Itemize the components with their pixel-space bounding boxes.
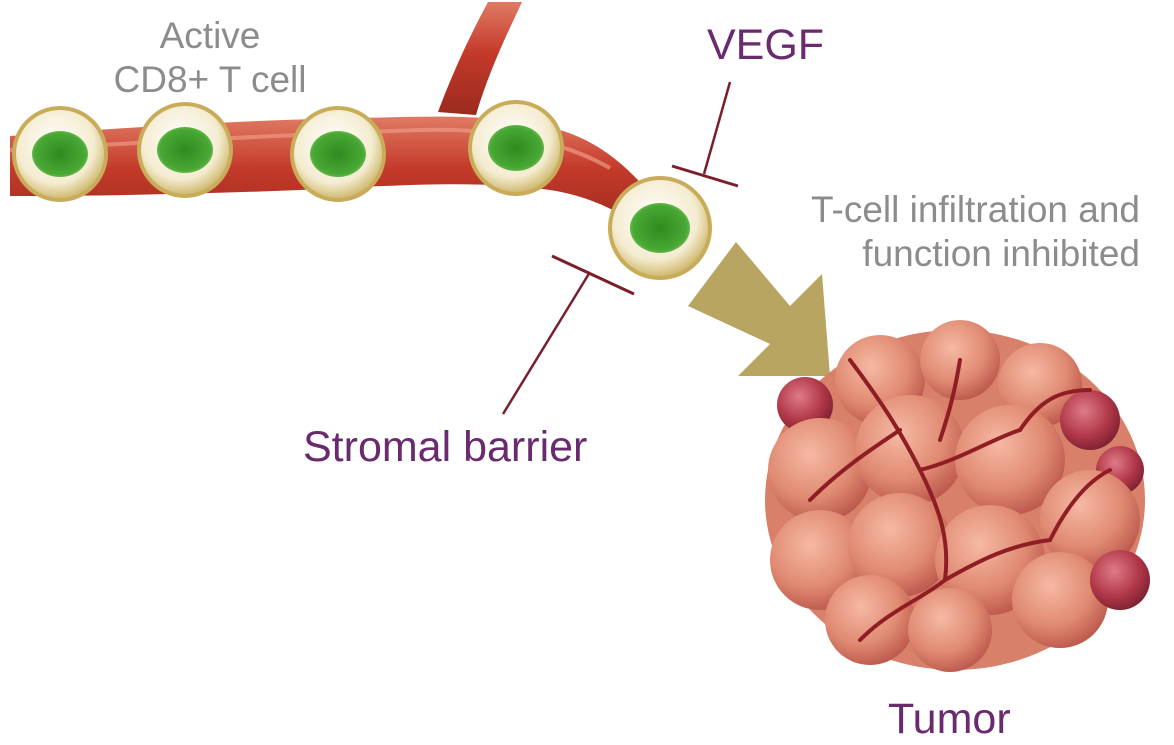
vessel-branch xyxy=(438,2,522,115)
tumor-label: Tumor xyxy=(888,694,1011,745)
vegf-inhibitor-symbol xyxy=(672,82,738,186)
t-cell-label-line1: Active xyxy=(80,14,340,58)
infiltration-label-line2: function inhibited xyxy=(760,232,1140,276)
vegf-label: VEGF xyxy=(707,20,824,71)
t-cell xyxy=(14,108,106,200)
infiltration-label: T-cell infiltration and function inhibit… xyxy=(760,188,1140,275)
t-cell xyxy=(470,102,562,194)
t-cell-exiting xyxy=(610,178,710,278)
t-cell xyxy=(292,108,384,200)
t-cell-label: Active CD8+ T cell xyxy=(80,14,340,101)
infiltration-label-line1: T-cell infiltration and xyxy=(760,188,1140,232)
stromal-barrier-label: Stromal barrier xyxy=(303,422,587,473)
t-cell xyxy=(139,104,231,196)
stromal-inhibitor-symbol xyxy=(503,256,634,414)
t-cell-label-line2: CD8+ T cell xyxy=(80,58,340,102)
